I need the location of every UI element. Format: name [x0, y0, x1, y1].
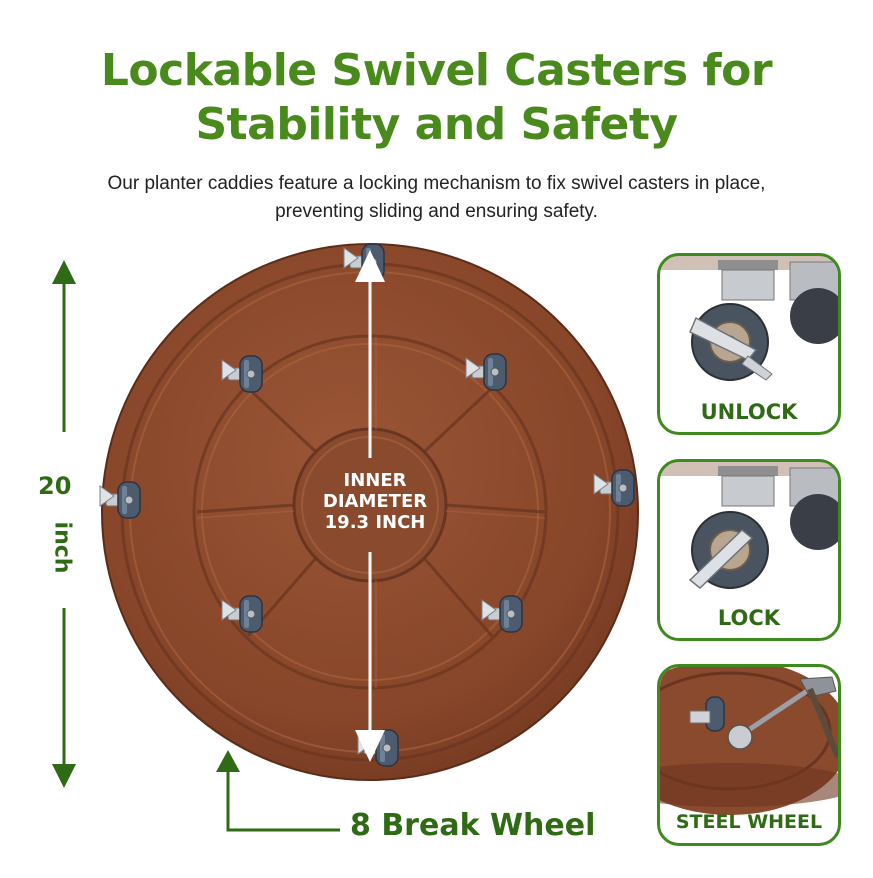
lock-caster-photo	[660, 462, 838, 589]
subtitle-line-1: Our planter caddies feature a locking me…	[107, 173, 766, 194]
steel-wheel-photo	[660, 667, 838, 815]
break-wheel-label: 8 Break Wheel	[350, 808, 596, 843]
steel-wheel-label: STEEL WHEEL	[675, 811, 823, 833]
title-line-1: Lockable Swivel Casters for	[100, 45, 773, 96]
page-subtitle: Our planter caddies feature a locking me…	[60, 170, 813, 226]
unlock-panel: UNLOCK	[657, 253, 841, 435]
title-line-2: Stability and Safety	[195, 99, 678, 150]
unlock-label: UNLOCK	[700, 400, 798, 424]
page-title: Lockable Swivel Casters for Stability an…	[0, 44, 873, 152]
height-value: 20	[38, 472, 72, 500]
unlock-caster-photo	[660, 256, 838, 381]
break-wheel-pointer	[216, 750, 340, 832]
lock-panel: LOCK	[657, 459, 841, 641]
height-unit: inch	[49, 521, 75, 574]
inner-diameter-arrow	[355, 250, 385, 762]
inner-label-line-2: DIAMETER	[322, 491, 428, 512]
lock-label: LOCK	[717, 606, 781, 630]
inner-label-line-1: INNER	[343, 470, 407, 491]
inner-diameter-label: INNER DIAMETER 19.3 INCH	[300, 470, 450, 533]
steel-wheel-panel: STEEL WHEEL	[657, 664, 841, 846]
inner-label-line-3: 19.3 INCH	[324, 512, 426, 533]
subtitle-line-2: preventing sliding and ensuring safety.	[275, 201, 598, 222]
height-dimension-arrow	[52, 260, 76, 788]
